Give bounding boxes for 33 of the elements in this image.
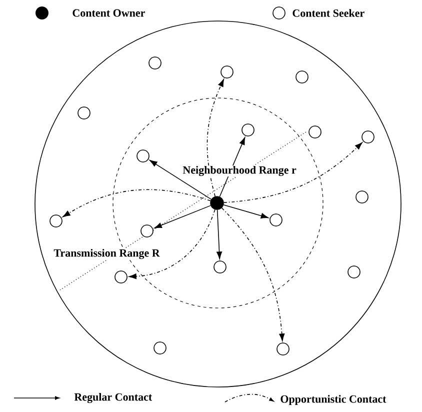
legend-label: Opportunistic Contact [280, 395, 386, 405]
content-seeker-circle [242, 124, 254, 136]
content-seeker-circle [356, 190, 368, 204]
regular-contact-arrow [154, 205, 211, 228]
legend-label: Regular Contact [74, 392, 152, 404]
content-seeker-circle [270, 214, 282, 226]
content-seeker-circle [78, 106, 90, 120]
content-seeker-circle [140, 224, 154, 238]
opportunistic-contact-arrow [206, 79, 224, 197]
legend-label: Content Owner [72, 9, 145, 17]
legend-label: Content Seeker [292, 9, 364, 17]
content-seeker-circle [114, 270, 128, 284]
content-seeker-circle [362, 130, 374, 144]
content-seeker-circle [296, 70, 308, 84]
range-label: Transmission Range R [53, 248, 160, 260]
content-seeker-circle [50, 214, 62, 228]
content-seeker-circle [136, 150, 150, 162]
opportunistic-contact-arrow [223, 142, 362, 203]
opportunistic-contact-arrow [62, 189, 211, 218]
regular-contact-arrow [216, 210, 222, 260]
content-seeker-circle [148, 56, 162, 70]
content-seeker-circle [308, 126, 322, 138]
content-seeker-circle [220, 66, 234, 78]
regular-contact-arrow [223, 204, 268, 218]
range-label: Neighbourhood Range r [182, 165, 297, 177]
opportunistic-contact-arrow [128, 209, 216, 280]
content-seeker-circle [276, 342, 290, 356]
regular-contact-arrow [150, 160, 212, 200]
content-seeker-circle [348, 266, 360, 278]
content-owner-dot [210, 196, 224, 210]
content-seeker-circle [214, 260, 226, 274]
opportunistic-contact-arrow [221, 208, 285, 342]
content-seeker-circle [154, 342, 166, 354]
